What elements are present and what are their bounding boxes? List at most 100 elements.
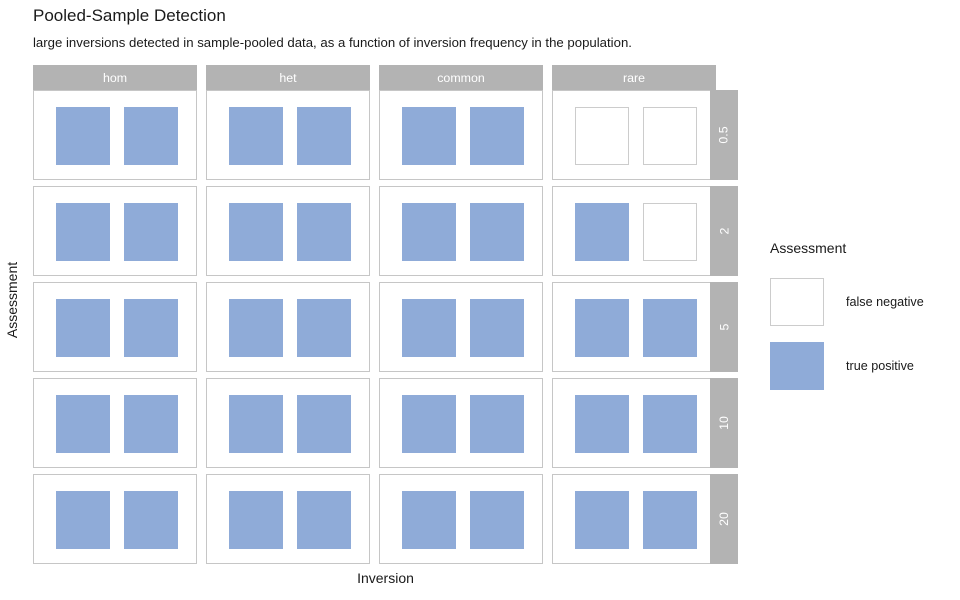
column-strip-common: common bbox=[379, 65, 543, 90]
facet-row-container: 0.5 2 5 10 20 bbox=[33, 90, 738, 565]
tile-true-positive[interactable] bbox=[402, 203, 456, 261]
column-strip-rare: rare bbox=[552, 65, 716, 90]
legend-items: false negative true positive bbox=[770, 274, 955, 394]
page-subtitle: large inversions detected in sample-pool… bbox=[33, 35, 632, 50]
panel-common-2 bbox=[379, 186, 543, 276]
row-strip-10: 10 bbox=[710, 378, 738, 468]
legend-item-tp[interactable]: true positive bbox=[770, 338, 955, 394]
panel-hom-0.5 bbox=[33, 90, 197, 180]
facet-row-2: 2 bbox=[33, 186, 738, 276]
column-strip-label: common bbox=[437, 70, 485, 85]
tile-true-positive[interactable] bbox=[297, 299, 351, 357]
row-strip-2: 2 bbox=[710, 186, 738, 276]
row-strip-label: 2 bbox=[717, 227, 731, 235]
column-strip-label: rare bbox=[622, 70, 646, 85]
tile-true-positive[interactable] bbox=[297, 107, 351, 165]
y-axis-title-label: Assessment bbox=[4, 261, 20, 339]
tile-true-positive[interactable] bbox=[56, 491, 110, 549]
legend-label: false negative bbox=[846, 295, 924, 309]
legend-title: Assessment bbox=[770, 240, 847, 256]
tile-true-positive[interactable] bbox=[229, 491, 283, 549]
facet-grid: hom het common rare 0.5 2 5 10 20 bbox=[33, 65, 738, 565]
tile-true-positive[interactable] bbox=[402, 395, 456, 453]
tile-true-positive[interactable] bbox=[124, 395, 178, 453]
tile-true-positive[interactable] bbox=[229, 299, 283, 357]
column-strip-row: hom het common rare bbox=[33, 65, 738, 90]
panel-het-2 bbox=[206, 186, 370, 276]
facet-row-0.5: 0.5 bbox=[33, 90, 738, 180]
tile-true-positive[interactable] bbox=[575, 491, 629, 549]
facet-row-10: 10 bbox=[33, 378, 738, 468]
tile-true-positive[interactable] bbox=[124, 107, 178, 165]
panel-common-5 bbox=[379, 282, 543, 372]
tile-true-positive[interactable] bbox=[56, 395, 110, 453]
tile-true-positive[interactable] bbox=[470, 491, 524, 549]
tile-true-positive[interactable] bbox=[575, 395, 629, 453]
legend-key-fn bbox=[770, 278, 824, 326]
page-title: Pooled-Sample Detection bbox=[33, 6, 226, 25]
panel-common-20 bbox=[379, 474, 543, 564]
panel-rare-20 bbox=[552, 474, 716, 564]
facet-row-20: 20 bbox=[33, 474, 738, 564]
tile-true-positive[interactable] bbox=[297, 203, 351, 261]
tile-true-positive[interactable] bbox=[124, 491, 178, 549]
panel-rare-2 bbox=[552, 186, 716, 276]
panel-rare-5 bbox=[552, 282, 716, 372]
legend: Assessment false negative true positive bbox=[770, 240, 955, 402]
row-strip-5: 5 bbox=[710, 282, 738, 372]
panel-het-5 bbox=[206, 282, 370, 372]
tile-true-positive[interactable] bbox=[402, 107, 456, 165]
panel-hom-10 bbox=[33, 378, 197, 468]
panel-het-0.5 bbox=[206, 90, 370, 180]
panel-common-10 bbox=[379, 378, 543, 468]
legend-item-fn[interactable]: false negative bbox=[770, 274, 955, 330]
column-strip-hom: hom bbox=[33, 65, 197, 90]
row-strip-label: 20 bbox=[716, 512, 731, 526]
row-strip-20: 20 bbox=[710, 474, 738, 564]
y-axis-title: Assessment bbox=[0, 0, 24, 600]
panel-hom-2 bbox=[33, 186, 197, 276]
tile-true-positive[interactable] bbox=[229, 395, 283, 453]
legend-label: true positive bbox=[846, 359, 914, 373]
tile-true-positive[interactable] bbox=[56, 299, 110, 357]
panel-common-0.5 bbox=[379, 90, 543, 180]
tile-true-positive[interactable] bbox=[56, 107, 110, 165]
tile-true-positive[interactable] bbox=[229, 203, 283, 261]
tile-true-positive[interactable] bbox=[470, 203, 524, 261]
tile-true-positive[interactable] bbox=[124, 299, 178, 357]
tile-true-positive[interactable] bbox=[575, 203, 629, 261]
tile-true-positive[interactable] bbox=[470, 107, 524, 165]
tile-true-positive[interactable] bbox=[470, 299, 524, 357]
legend-key-tp bbox=[770, 342, 824, 390]
column-strip-label: hom bbox=[102, 70, 128, 85]
panel-het-20 bbox=[206, 474, 370, 564]
tile-true-positive[interactable] bbox=[124, 203, 178, 261]
panel-hom-5 bbox=[33, 282, 197, 372]
row-strip-label: 0.5 bbox=[716, 126, 731, 144]
tile-false-negative[interactable] bbox=[643, 203, 697, 261]
tile-true-positive[interactable] bbox=[575, 299, 629, 357]
tile-true-positive[interactable] bbox=[402, 299, 456, 357]
panel-rare-0.5 bbox=[552, 90, 716, 180]
tile-true-positive[interactable] bbox=[643, 299, 697, 357]
panel-hom-20 bbox=[33, 474, 197, 564]
tile-true-positive[interactable] bbox=[643, 395, 697, 453]
tile-true-positive[interactable] bbox=[56, 203, 110, 261]
column-strip-label: het bbox=[279, 70, 297, 85]
tile-true-positive[interactable] bbox=[643, 491, 697, 549]
row-strip-0.5: 0.5 bbox=[710, 90, 738, 180]
column-strip-het: het bbox=[206, 65, 370, 90]
tile-true-positive[interactable] bbox=[297, 395, 351, 453]
panel-het-10 bbox=[206, 378, 370, 468]
row-strip-label: 5 bbox=[717, 323, 731, 331]
tile-true-positive[interactable] bbox=[402, 491, 456, 549]
tile-true-positive[interactable] bbox=[297, 491, 351, 549]
panel-rare-10 bbox=[552, 378, 716, 468]
tile-false-negative[interactable] bbox=[643, 107, 697, 165]
tile-true-positive[interactable] bbox=[470, 395, 524, 453]
facet-row-5: 5 bbox=[33, 282, 738, 372]
tile-true-positive[interactable] bbox=[229, 107, 283, 165]
x-axis-title: Inversion bbox=[357, 570, 414, 586]
row-strip-label: 10 bbox=[716, 416, 731, 430]
tile-false-negative[interactable] bbox=[575, 107, 629, 165]
